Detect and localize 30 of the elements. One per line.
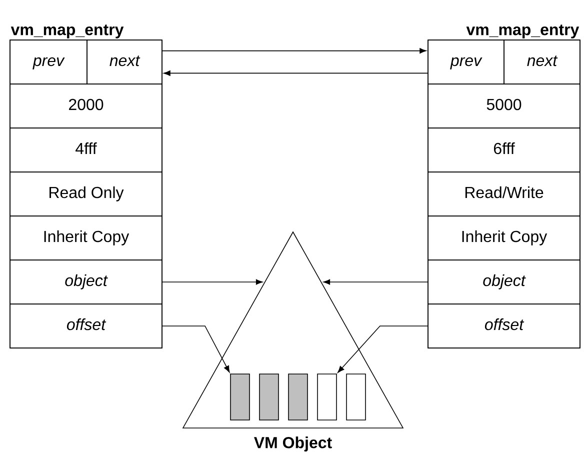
table-cell: next bbox=[504, 40, 580, 84]
table-cell: Read Only bbox=[10, 172, 162, 216]
table-cell: 2000 bbox=[10, 84, 162, 128]
page-box bbox=[317, 374, 337, 420]
arrow bbox=[162, 326, 230, 373]
table-cell: 5000 bbox=[428, 84, 580, 128]
page-box bbox=[288, 374, 308, 420]
node-label: vm_map_entry bbox=[10, 24, 124, 38]
page-box bbox=[259, 374, 279, 420]
table-cell: offset bbox=[428, 304, 580, 348]
arrow bbox=[323, 279, 428, 285]
table-cell: object bbox=[10, 260, 162, 304]
arrow bbox=[164, 70, 428, 76]
table-cell: 6fff bbox=[428, 128, 580, 172]
arrow bbox=[162, 48, 426, 54]
table-cell: prev bbox=[10, 40, 88, 84]
table-cell: 4fff bbox=[10, 128, 162, 172]
table-cell: Inherit Copy bbox=[10, 216, 162, 260]
table-cell: next bbox=[86, 40, 162, 84]
table-cell: object bbox=[428, 260, 580, 304]
node-label: VM Object bbox=[254, 436, 332, 452]
table-cell: Read/Write bbox=[428, 172, 580, 216]
page-box bbox=[346, 374, 366, 420]
table-cell: Inherit Copy bbox=[428, 216, 580, 260]
page-box bbox=[230, 374, 250, 420]
arrow bbox=[162, 279, 263, 285]
arrow bbox=[338, 326, 428, 373]
node-label: vm_map_entry bbox=[466, 24, 580, 38]
table-cell: prev bbox=[428, 40, 504, 84]
table-cell: offset bbox=[10, 304, 162, 348]
